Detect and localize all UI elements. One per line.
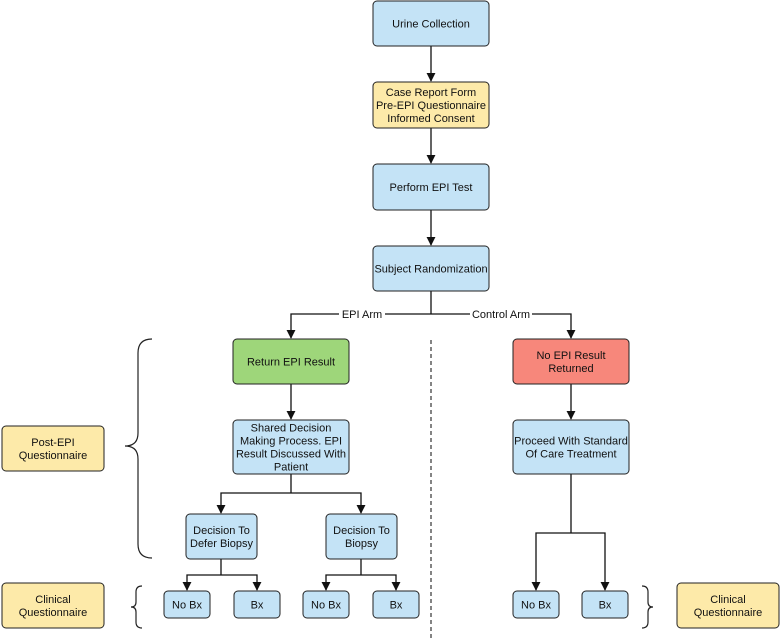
- return-epi-result-box: Return EPI Result: [232, 338, 350, 385]
- edge-to-biopsy: [291, 492, 366, 514]
- post_epi_q-rect: [1, 425, 105, 472]
- return_epi-label-line: Return EPI Result: [247, 357, 335, 369]
- clinical_q_left-label-line: Questionnaire: [19, 607, 88, 619]
- standard-label-line: Of Care Treatment: [525, 449, 616, 461]
- clinical_q_right-label-line: Clinical: [710, 594, 745, 606]
- defer-label-line: Defer Biopsy: [190, 538, 253, 550]
- clinical-right-brace: [641, 585, 654, 629]
- bx3-rect: [581, 590, 629, 619]
- crf-label-line: Case Report Form: [386, 87, 476, 99]
- edge-biopsy-to-bx: [361, 574, 401, 591]
- edge-standard-to-nobx: [531, 532, 571, 591]
- post-epi-brace: [124, 338, 153, 559]
- perform-epi-test-box: Perform EPI Test: [372, 163, 490, 211]
- no-bx-box-3: No Bx: [512, 590, 560, 619]
- return_epi-rect: [232, 338, 350, 385]
- edge-defer-to-bx: [221, 574, 262, 591]
- urine-rect: [372, 0, 490, 47]
- nobx1-label-line: No Bx: [172, 600, 202, 612]
- random-rect: [372, 245, 490, 292]
- epi-arm-label-bg: [339, 307, 385, 321]
- defer-rect: [185, 513, 258, 560]
- biopsy-label-line: Decision To: [333, 525, 390, 537]
- crf-label-line: Pre-EPI Questionnaire: [376, 100, 486, 112]
- defer-label-line: Decision To: [193, 525, 250, 537]
- no_epi-rect: [512, 338, 630, 385]
- nobx2-rect: [302, 590, 350, 619]
- urine-collection-box: Urine Collection: [372, 0, 490, 47]
- no_epi-label-line: No EPI Result: [536, 350, 605, 362]
- control-arm-label: Control Arm: [472, 309, 530, 321]
- clinical_q_right-label-line: Questionnaire: [694, 607, 763, 619]
- epi_test-rect: [372, 163, 490, 211]
- bx1-label-line: Bx: [251, 600, 264, 612]
- clinical-left-brace: [130, 585, 143, 629]
- clinical_q_right-rect: [676, 582, 780, 629]
- random-label-line: Subject Randomization: [374, 264, 487, 276]
- shared-label-line: Result Discussed With: [236, 449, 346, 461]
- no_epi-label-line: Returned: [548, 363, 593, 375]
- post_epi_q-label-line: Questionnaire: [19, 450, 88, 462]
- bx2-rect: [372, 590, 420, 619]
- biopsy-rect: [325, 513, 398, 560]
- edge-standard-to-bx: [571, 532, 610, 591]
- shared-rect: [232, 419, 350, 475]
- edge-biopsy-to-nobx: [321, 574, 361, 591]
- standard-label-line: Proceed With Standard: [514, 436, 628, 448]
- bx1-rect: [233, 590, 281, 619]
- edge-defer-to-nobx: [182, 574, 221, 591]
- edge-to-defer: [216, 492, 291, 514]
- nobx2-label-line: No Bx: [311, 600, 341, 612]
- nobx3-rect: [512, 590, 560, 619]
- urine-label-line: Urine Collection: [392, 19, 470, 31]
- epi_test-label-line: Perform EPI Test: [390, 182, 473, 194]
- clinical_q_left-rect: [1, 582, 105, 629]
- shared-label-line: Shared Decision: [251, 423, 332, 435]
- subject-randomization-box: Subject Randomization: [372, 245, 490, 292]
- bx-box-2: Bx: [372, 590, 420, 619]
- shared-label-line: Patient: [274, 462, 308, 474]
- nobx1-rect: [163, 590, 211, 619]
- bx-box-1: Bx: [233, 590, 281, 619]
- edge-labels: EPI Arm Control Arm: [339, 307, 532, 321]
- bx2-label-line: Bx: [390, 600, 403, 612]
- clinical_q_left-label-line: Clinical: [35, 594, 70, 606]
- post_epi_q-label-line: Post-EPI: [31, 437, 74, 449]
- bx-box-3: Bx: [581, 590, 629, 619]
- bx3-label-line: Bx: [599, 600, 612, 612]
- biopsy-label-line: Biopsy: [345, 538, 379, 550]
- standard-rect: [512, 419, 630, 475]
- crf-label-line: Informed Consent: [387, 113, 474, 125]
- no-bx-box-1: No Bx: [163, 590, 211, 619]
- no-bx-box-2: No Bx: [302, 590, 350, 619]
- nobx3-label-line: No Bx: [521, 600, 551, 612]
- control-arm-label-bg: [470, 307, 532, 321]
- shared-label-line: Making Process. EPI: [240, 436, 342, 448]
- crf-rect: [372, 81, 490, 129]
- epi-arm-label: EPI Arm: [342, 309, 382, 321]
